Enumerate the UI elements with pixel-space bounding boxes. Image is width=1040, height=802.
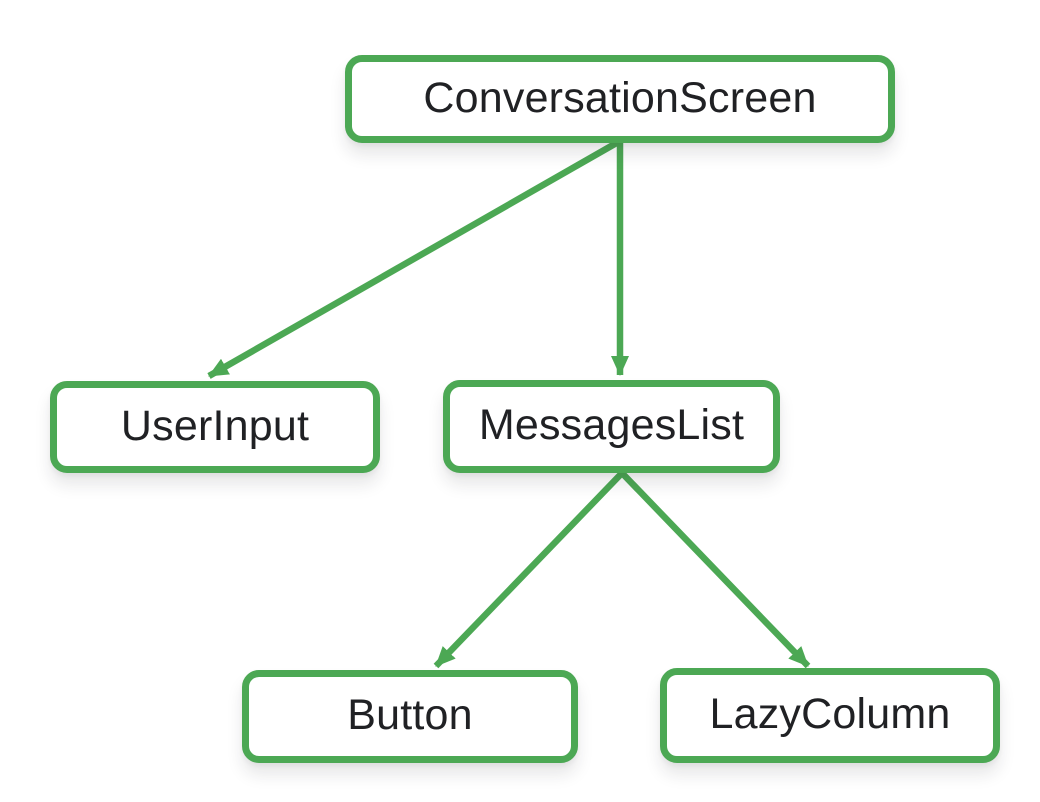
node-label: UserInput bbox=[120, 401, 310, 450]
edge-messageslist-to-button bbox=[433, 470, 625, 669]
node-label: LazyColumn bbox=[709, 690, 951, 738]
edge-conversationscreen-to-userinput bbox=[207, 138, 622, 379]
node-user-input: UserInput bbox=[50, 381, 380, 473]
node-conversation-screen: ConversationScreen bbox=[345, 55, 895, 143]
node-label: Button bbox=[347, 691, 473, 739]
node-messages-list: MessagesList bbox=[443, 380, 780, 473]
edge-messageslist-to-lazycolumn bbox=[619, 470, 811, 669]
node-label: ConversationScreen bbox=[423, 73, 817, 122]
node-label: MessagesList bbox=[478, 401, 745, 449]
node-button: Button bbox=[242, 670, 578, 763]
node-lazy-column: LazyColumn bbox=[660, 668, 1000, 763]
